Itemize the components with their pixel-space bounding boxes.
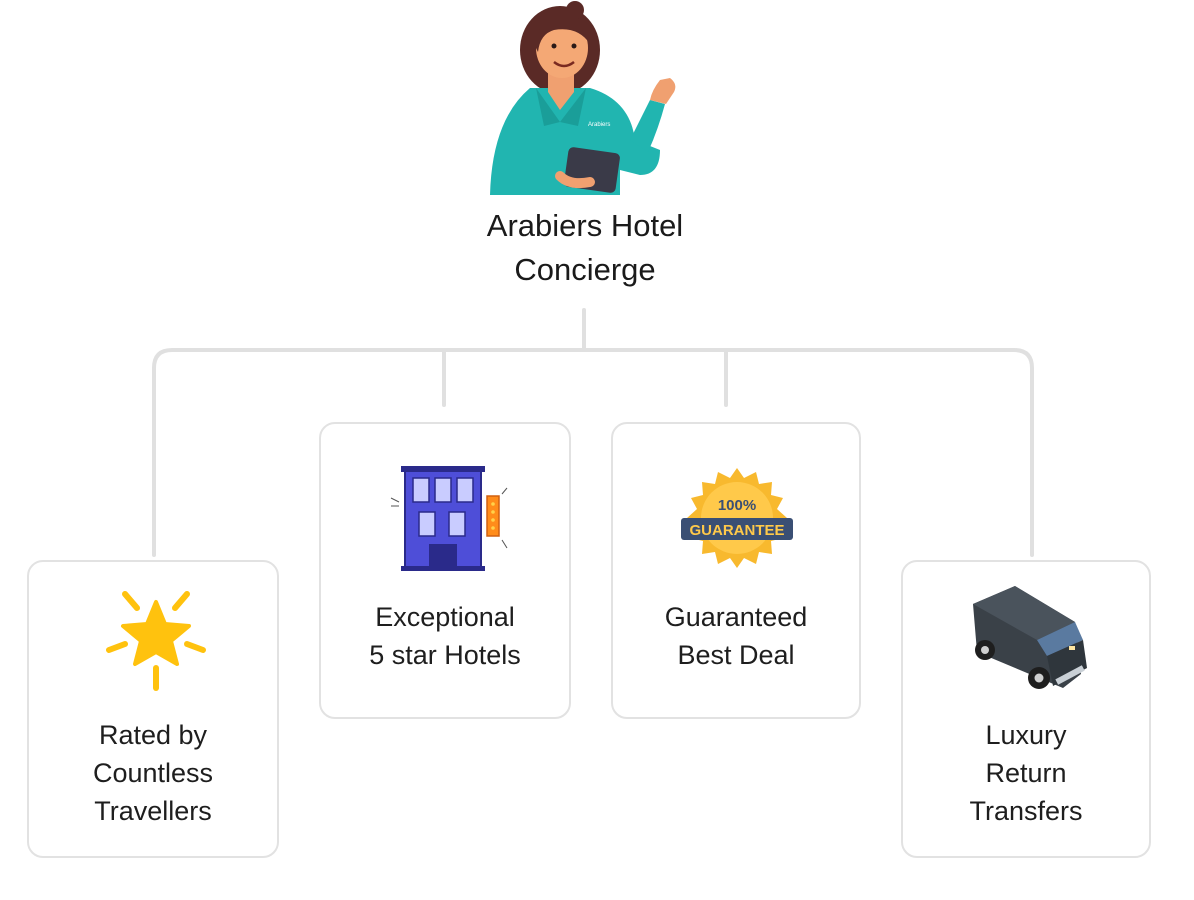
card-label: Guaranteed Best Deal bbox=[664, 602, 808, 670]
card-label: Exceptional 5 star Hotels bbox=[369, 602, 521, 670]
card-label: Rated by Countless Travellers bbox=[92, 720, 214, 826]
card-best-deal: 100% GUARANTEE Guaranteed Best Deal bbox=[611, 422, 861, 719]
hotel-building-icon bbox=[390, 466, 508, 571]
star-icon bbox=[106, 591, 206, 691]
badge-line1: 100% bbox=[718, 497, 756, 514]
guarantee-badge-icon: 100% GUARANTEE bbox=[681, 468, 793, 568]
root-node-title: Arabiers Hotel Concierge bbox=[440, 204, 730, 292]
card-luxury-transfers: Luxury Return Transfers bbox=[901, 560, 1151, 858]
root-title-line1: Arabiers Hotel bbox=[486, 208, 684, 243]
card-label: Luxury Return Transfers bbox=[969, 720, 1083, 826]
concierge-avatar: Arabiers bbox=[490, 1, 676, 195]
card-rated-travellers: Rated by Countless Travellers bbox=[27, 560, 279, 858]
badge-line2: GUARANTEE bbox=[689, 522, 784, 539]
root-title-line2: Concierge bbox=[514, 252, 656, 287]
van-icon bbox=[973, 586, 1087, 689]
card-five-star-hotels: Exceptional 5 star Hotels bbox=[319, 422, 571, 719]
badge-text: Arabiers bbox=[588, 122, 610, 128]
